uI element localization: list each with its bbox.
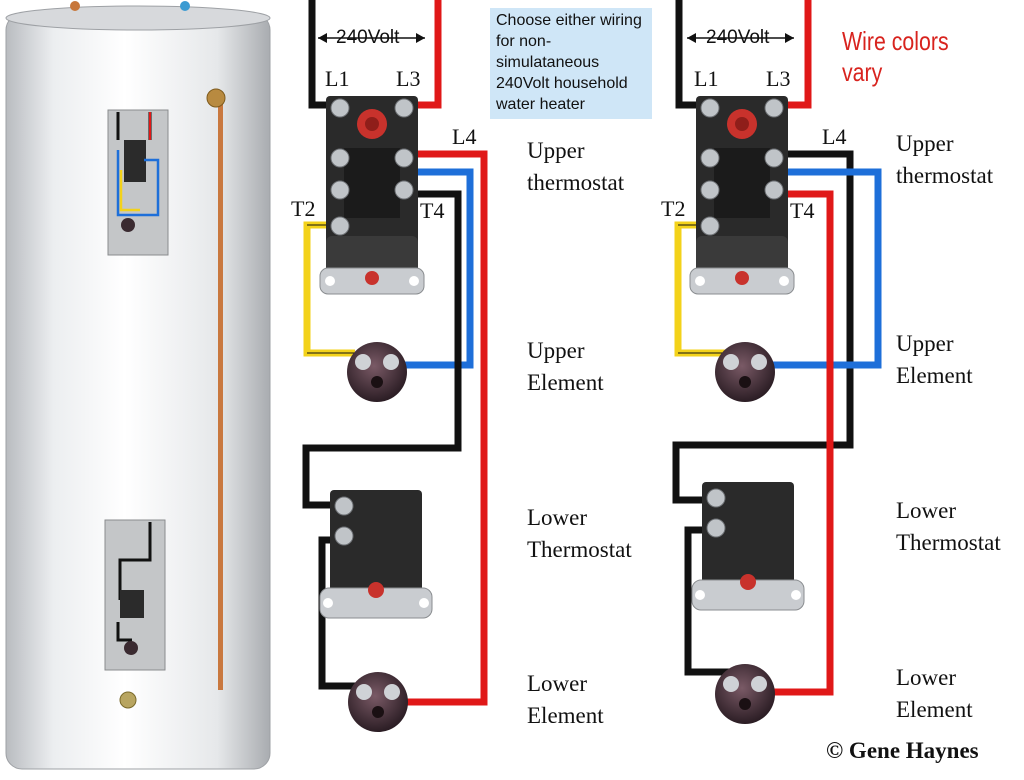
left-lower-thermostat-label: Lower Thermostat: [527, 505, 632, 562]
left-lower-element-label: Lower Element: [527, 671, 604, 728]
right-terminal-l3: L3: [766, 66, 791, 91]
water-heater-tank: [5, 1, 271, 770]
right-t4-red-wire: [760, 190, 834, 696]
left-wiring-diagram: [302, 0, 488, 732]
left-terminal-l4: L4: [452, 124, 477, 149]
right-terminal-t2: T2: [661, 196, 686, 221]
left-l4-red-wire: [392, 150, 488, 706]
right-upper-element-label: Upper Element: [896, 331, 973, 388]
right-terminal-t4: T4: [790, 198, 815, 223]
right-terminal-l4: L4: [822, 124, 847, 149]
left-terminal-t2: T2: [291, 196, 316, 221]
copyright-text: © Gene Haynes: [826, 738, 979, 763]
wire-colors-note: Wire colors vary: [842, 26, 949, 87]
left-terminal-t4: T4: [420, 198, 445, 223]
right-lower-element: [715, 664, 775, 724]
left-lower-element: [348, 672, 408, 732]
right-lower-black-wire: [684, 526, 730, 676]
right-upper-thermostat: [689, 95, 795, 295]
left-t4-black-wire: [302, 190, 462, 509]
left-upper-element-label: Upper Element: [527, 338, 604, 395]
left-blue-wire: [400, 168, 474, 369]
right-voltage-label: 240Volt: [706, 27, 770, 48]
left-terminal-l1: L1: [325, 66, 350, 91]
right-l4-black-wire: [672, 150, 854, 504]
left-lower-thermostat: [319, 489, 433, 619]
right-lower-element-label: Lower Element: [896, 665, 973, 722]
right-lower-thermostat: [691, 481, 805, 611]
right-wiring-diagram: [672, 0, 882, 724]
right-upper-element: [715, 342, 775, 402]
left-upper-thermostat: [319, 95, 425, 295]
left-terminal-l3: L3: [396, 66, 421, 91]
left-voltage-label: 240Volt: [336, 27, 400, 48]
wiring-choice-note: Choose either wiring for non-simulataneo…: [490, 8, 652, 119]
left-upper-thermostat-label: Upper thermostat: [527, 138, 625, 195]
right-lower-thermostat-label: Lower Thermostat: [896, 498, 1001, 555]
right-blue-wire: [770, 168, 882, 369]
right-terminal-l1: L1: [694, 66, 719, 91]
right-upper-thermostat-label: Upper thermostat: [896, 131, 994, 188]
left-upper-element: [347, 342, 407, 402]
